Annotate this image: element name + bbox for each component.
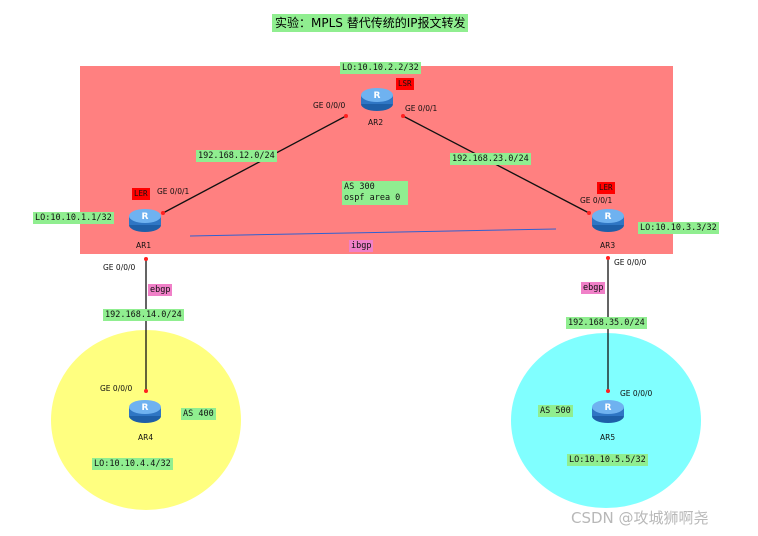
- port-dot-ar1-bottom: [144, 257, 148, 261]
- as500-label: AS 500: [538, 405, 573, 417]
- port-dot-ar5-top: [606, 389, 610, 393]
- ar1-port-top: GE 0/0/1: [157, 187, 190, 196]
- link-ar1-ar4-subnet: 192.168.14.0/24: [103, 309, 184, 321]
- link-ar3-ar5-subnet: 192.168.35.0/24: [566, 317, 647, 329]
- ar3-port-top: GE 0/0/1: [580, 196, 613, 205]
- ar2-name: AR2: [368, 118, 384, 127]
- ar4-router-icon[interactable]: R: [128, 398, 162, 424]
- port-dot-ar1-top: [161, 211, 165, 215]
- ebgp-left-label: ebgp: [148, 284, 173, 296]
- ar2-port-left: GE 0/0/0: [313, 101, 346, 110]
- ar1-loopback: LO:10.10.1.1/32: [33, 212, 114, 224]
- ar3-port-bottom: GE 0/0/0: [614, 258, 647, 267]
- link-ar1-ar2: [162, 115, 347, 214]
- ar3-role-badge: LER: [597, 182, 615, 194]
- svg-text:R: R: [142, 403, 149, 413]
- ibgp-label: ibgp: [349, 240, 374, 252]
- ar3-name: AR3: [600, 241, 616, 250]
- port-dot-ar4-top: [144, 389, 148, 393]
- as300-number: AS 300: [344, 182, 375, 192]
- ar5-loopback: LO:10.10.5.5/32: [567, 454, 648, 466]
- diagram-title: 实验：MPLS 替代传统的IP报文转发: [272, 14, 469, 32]
- link-ar1-ar2-subnet: 192.168.12.0/24: [196, 150, 277, 162]
- svg-text:R: R: [374, 91, 381, 101]
- port-dot-ar2-left: [344, 114, 348, 118]
- as400-label: AS 400: [181, 408, 216, 420]
- port-dot-ar2-right: [401, 114, 405, 118]
- ar1-router-icon[interactable]: R: [128, 207, 162, 233]
- link-ar2-ar3-subnet: 192.168.23.0/24: [450, 153, 531, 165]
- as300-label: AS 300 ospf area 0: [342, 181, 408, 205]
- port-dot-ar3-bottom: [606, 256, 610, 260]
- svg-text:R: R: [605, 403, 612, 413]
- port-dot-ar3-top: [587, 211, 591, 215]
- watermark: CSDN @攻城狮啊尧: [571, 509, 709, 527]
- svg-text:R: R: [605, 212, 612, 222]
- ar4-port-top: GE 0/0/0: [100, 384, 133, 393]
- ar2-router-icon[interactable]: R: [360, 86, 394, 112]
- ar1-role-badge: LER: [132, 188, 150, 200]
- ar5-port-top: GE 0/0/0: [620, 389, 653, 398]
- ar3-loopback: LO:10.10.3.3/32: [638, 222, 719, 234]
- as300-area: ospf area 0: [344, 193, 401, 203]
- ar1-name: AR1: [136, 241, 152, 250]
- ar2-loopback: LO:10.10.2.2/32: [340, 62, 421, 74]
- ar3-router-icon[interactable]: R: [591, 207, 625, 233]
- svg-text:R: R: [142, 212, 149, 222]
- ebgp-right-label: ebgp: [581, 282, 606, 294]
- ar2-role-badge: LSR: [396, 78, 414, 90]
- ar5-router-icon[interactable]: R: [591, 398, 625, 424]
- ar4-loopback: LO:10.10.4.4/32: [92, 458, 173, 470]
- ar4-name: AR4: [138, 433, 154, 442]
- link-ibgp: [189, 228, 557, 237]
- ar1-port-bottom: GE 0/0/0: [103, 263, 136, 272]
- ar2-port-right: GE 0/0/1: [405, 104, 438, 113]
- ar5-name: AR5: [600, 433, 616, 442]
